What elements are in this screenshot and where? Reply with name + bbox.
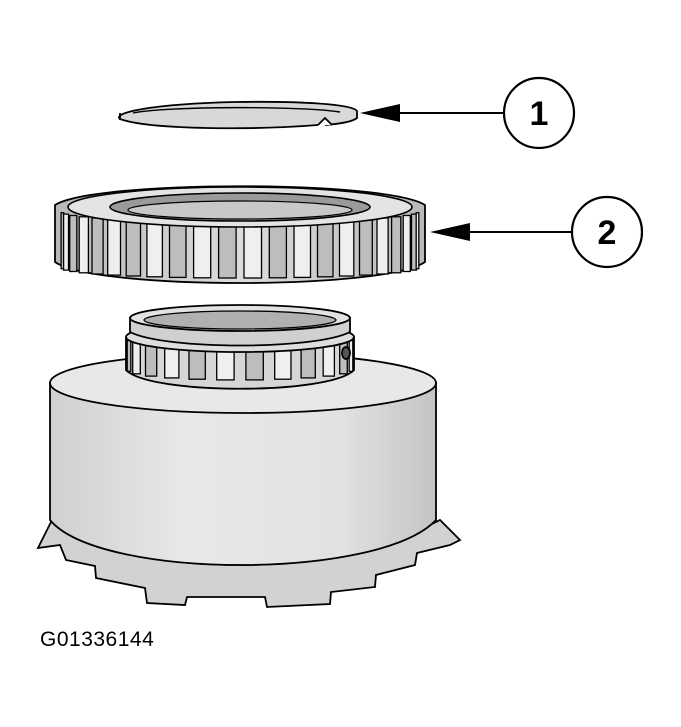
hub-bore	[143, 310, 337, 330]
splined-ring-tooth	[69, 214, 78, 273]
splined-ring-tooth	[402, 214, 411, 273]
splined-ring-bore-inner	[127, 200, 353, 220]
splined-ring-tooth	[78, 216, 90, 274]
callout-2-arrowhead	[430, 223, 470, 241]
splined-ring-tooth	[358, 218, 373, 276]
splined-ring-tooth	[293, 220, 312, 279]
callout-2: 2	[430, 195, 644, 269]
splined-ring-tooth	[338, 219, 355, 277]
splined-ring-tooth	[390, 216, 402, 274]
splined-ring-tooth	[268, 221, 288, 279]
splined-ring-tooth	[146, 220, 164, 278]
callout-1-arrowhead	[360, 104, 400, 122]
splined-ring-tooth	[62, 213, 70, 271]
figure-id-label: G01336144	[40, 628, 155, 651]
splined-ring-tooth	[376, 217, 389, 275]
callout-2-circle	[570, 195, 644, 269]
splined-ring-tooth	[125, 219, 142, 277]
hub-tooth	[126, 338, 132, 372]
hub-tooth	[164, 345, 180, 379]
splined-ring-tooth	[217, 221, 237, 279]
clutch-drum	[36, 304, 462, 608]
callout-1-circle	[502, 76, 576, 150]
hub-tooth	[300, 345, 316, 379]
splined-ring-tooth	[107, 218, 122, 276]
hub-hole	[341, 346, 351, 360]
splined-ring-tooth	[91, 217, 104, 275]
drum-body	[49, 382, 437, 566]
snap-ring	[118, 100, 358, 130]
splined-ring	[54, 185, 426, 284]
callout-1: 1	[360, 76, 576, 150]
hub-tooth	[322, 343, 336, 377]
splined-ring-tooth	[168, 220, 187, 279]
splined-ring-tooth	[243, 221, 263, 279]
splined-ring-tooth	[316, 220, 334, 278]
splined-ring-tooth	[192, 221, 212, 279]
splined-ring-tooth	[415, 212, 420, 270]
hub-tooth	[144, 343, 158, 377]
hub-tooth	[132, 341, 141, 375]
callout-1-number: 1	[530, 95, 549, 133]
splined-ring-teeth	[60, 212, 420, 279]
callout-2-number: 2	[598, 214, 617, 252]
